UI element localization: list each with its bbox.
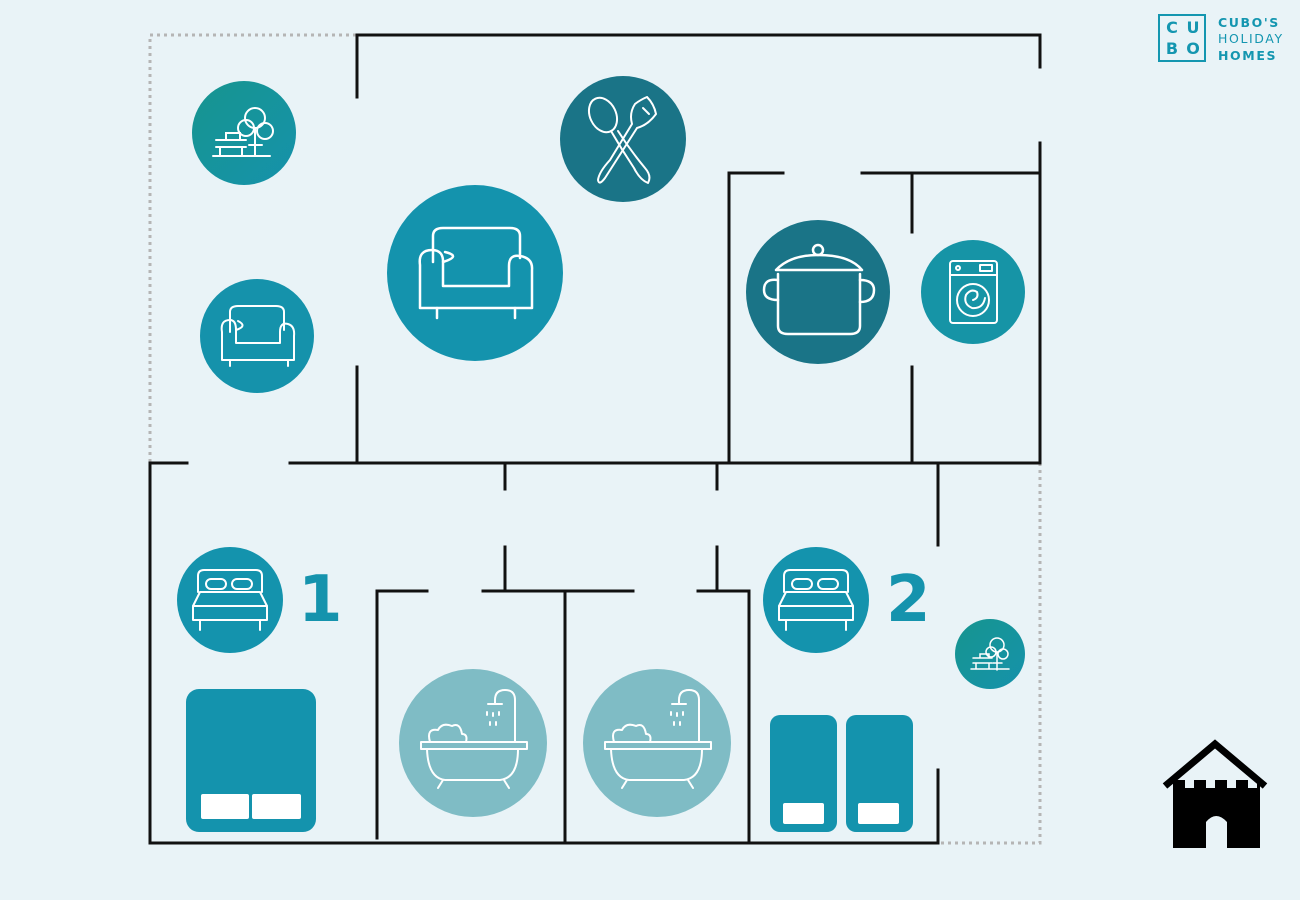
logo-line-2: HOLIDAY [1218,31,1284,46]
house-castle-icon [1162,739,1268,848]
logo-line-3: HOMES [1218,48,1278,63]
small-terrace-tree-bench-icon [955,619,1025,689]
double-bed-icon [177,547,283,653]
washing-machine-icon [921,240,1025,344]
single-bed [770,715,837,832]
walls [148,33,1042,845]
logo-letter: B [1165,39,1179,58]
armchair-icon [200,279,314,393]
terrace-tree-bench-icon [192,81,296,185]
sofa-icon [387,185,563,361]
logo-letter: O [1186,39,1200,58]
logo-box: C U B O [1158,14,1206,62]
bedroom-2-number: 2 [886,563,931,637]
bathtub-shower-icon [399,669,547,817]
double-bed-icon [763,547,869,653]
logo-letter: U [1186,18,1200,37]
cubos-logo: C U B O CUBO'S HOLIDAY HOMES [1158,14,1298,66]
double-bed [186,689,316,832]
kitchen-pot-icon [746,220,890,364]
single-bed [846,715,913,832]
logo-line-1: CUBO'S [1218,15,1280,30]
logo-letter: C [1166,18,1178,37]
outdoor-boundary [148,33,1042,845]
dining-cutlery-icon [560,76,686,202]
bedroom-1-number: 1 [298,563,343,637]
bathtub-shower-icon [583,669,731,817]
